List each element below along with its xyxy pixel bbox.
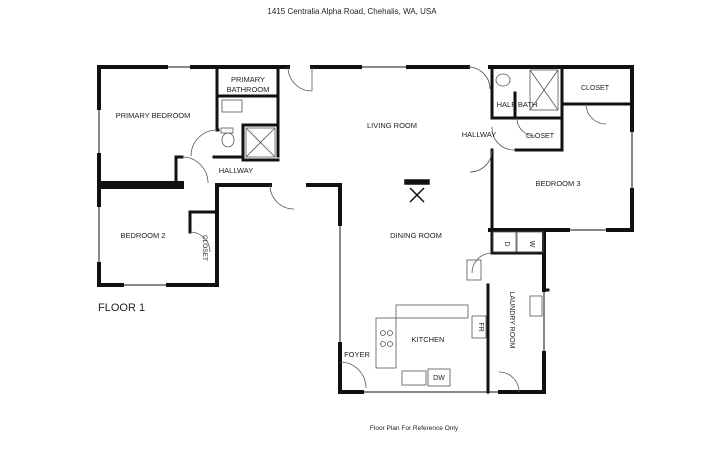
room-primary-bathroom-l1: PRIMARY <box>231 75 265 84</box>
appliance-labels: D W FR DW <box>433 241 535 382</box>
washer-box <box>516 231 544 253</box>
walls <box>97 65 634 394</box>
address-header: 1415 Centralia Alpha Road, Chehalis, WA,… <box>267 7 437 16</box>
room-closet-bedroom2: CLOSET <box>201 235 208 261</box>
room-foyer: FOYER <box>344 350 370 359</box>
room-dining-room: DINING ROOM <box>390 231 442 240</box>
room-bedroom-3: BEDROOM 3 <box>535 179 580 188</box>
room-labels: PRIMARY BATHROOM PRIMARY BEDROOM LIVING … <box>116 75 610 359</box>
fixtures <box>220 69 559 387</box>
halfbath-toilet-icon <box>495 73 511 87</box>
floor-label: FLOOR 1 <box>98 302 145 314</box>
room-kitchen: KITCHEN <box>412 335 445 344</box>
room-laundry-room: LAUNDRY ROOM <box>508 292 515 349</box>
room-closet-top-right: CLOSET <box>581 85 610 92</box>
sink-icon <box>401 370 427 386</box>
fridge-box <box>471 315 487 339</box>
room-bedroom-2: BEDROOM 2 <box>120 231 165 240</box>
room-living-room: LIVING ROOM <box>367 121 417 130</box>
dryer-box <box>492 231 517 253</box>
door-swings <box>181 66 607 393</box>
room-primary-bathroom-l2: BATHROOM <box>227 85 270 94</box>
fridge-label: FR <box>477 322 484 331</box>
footer-note: Floor Plan For Reference Only <box>370 425 459 432</box>
room-primary-bedroom: PRIMARY BEDROOM <box>116 111 191 120</box>
room-closet-mid-right: CLOSET <box>526 133 555 140</box>
kitchen-counter <box>375 317 397 369</box>
dishwasher-label: DW <box>433 375 445 382</box>
room-hallway-right: HALLWAY <box>462 130 496 139</box>
ceiling-fan-icon <box>404 179 430 203</box>
room-hallway-left: HALLWAY <box>219 166 253 175</box>
vanity-icon <box>221 99 243 113</box>
washer-label: W <box>528 241 535 248</box>
dishwasher-box <box>427 368 451 387</box>
toilet-icon <box>221 132 235 148</box>
shower-icon <box>245 127 276 158</box>
dryer-label: D <box>503 241 510 246</box>
room-half-bath: HALF BATH <box>497 100 538 109</box>
